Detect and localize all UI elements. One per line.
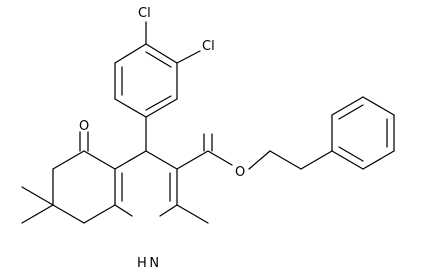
chlorine-label: Cl (202, 39, 215, 54)
methyl-bond (176, 204, 209, 224)
dihydropyridine-ring (114, 150, 178, 217)
methyl-bond (21, 204, 54, 224)
dichlorophenyl-ring (114, 43, 178, 118)
c-cl-bond-right (176, 50, 201, 64)
chlorine-label: Cl (138, 6, 151, 21)
oxygen-label: O (79, 119, 89, 134)
cyclohexenone-ring (52, 150, 116, 224)
ester-group (176, 133, 333, 170)
phenyl-ring (331, 96, 395, 170)
methyl-bond (21, 186, 54, 206)
oxygen-label: O (235, 165, 245, 180)
nh-label: H N (137, 256, 159, 270)
